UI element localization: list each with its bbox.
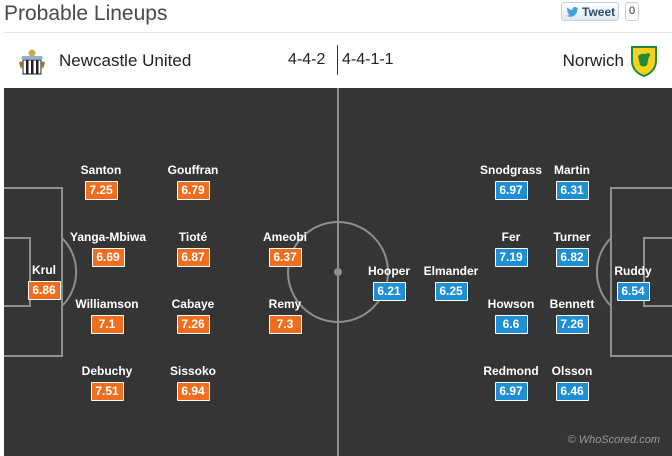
player-card[interactable]: Ruddy 6.54 [588,264,672,301]
source-credit: © WhoScored.com [567,434,660,446]
player-card[interactable]: Remy 7.3 [240,297,330,334]
player-name: Redmond [483,364,539,378]
player-name: Sissoko [169,364,217,378]
player-card[interactable]: Tioté 6.87 [148,230,238,267]
pitch-markings [4,88,672,456]
newcastle-crest-icon [19,49,45,75]
player-name: Martin [554,163,590,177]
player-rating: 6.21 [372,282,406,301]
player-rating: 7.1 [90,315,124,334]
twitter-bird-icon [566,6,579,17]
player-rating: 6.86 [27,281,61,300]
player-card[interactable]: Krul 6.86 [4,263,89,300]
player-rating: 6.87 [176,248,210,267]
player-rating: 7.19 [494,248,528,267]
player-name: Cabaye [171,297,215,311]
player-card[interactable]: Olsson 6.46 [527,364,617,401]
player-card[interactable]: Ameobi 6.37 [240,230,330,267]
player-card[interactable]: Hooper 6.21 [344,264,434,301]
player-name: Yanga-Mbiwa [69,230,146,244]
player-card[interactable]: Williamson 7.1 [62,297,152,334]
player-rating: 6.69 [91,248,125,267]
player-name: Fer [501,230,521,244]
player-rating: 6.97 [494,181,528,200]
player-name: Tioté [178,230,208,244]
player-card[interactable]: Cabaye 7.26 [148,297,238,334]
player-card[interactable]: Bennett 7.26 [527,297,617,334]
player-name: Ruddy [614,264,652,278]
home-team-name: Newcastle United [59,51,192,70]
player-card[interactable]: Debuchy 7.51 [62,364,152,401]
home-formation: 4-4-2 [288,51,326,68]
player-card[interactable]: Sissoko 6.94 [148,364,238,401]
player-rating: 6.79 [176,181,210,200]
player-rating: 6.54 [616,282,650,301]
player-name: Santon [80,163,122,177]
player-card[interactable]: Fer 7.19 [466,230,556,267]
norwich-crest-icon [631,46,657,77]
player-rating: 6.6 [494,315,528,334]
player-name: Bennett [549,297,595,311]
player-card[interactable]: Martin 6.31 [527,163,617,200]
player-card[interactable]: Santon 7.25 [56,163,146,200]
player-name: Snodgrass [479,163,542,177]
page-title: Probable Lineups [4,2,168,25]
player-name: Turner [553,230,591,244]
away-team-name: Norwich [562,51,624,70]
player-rating: 6.46 [555,382,589,401]
player-name: Ameobi [262,230,307,244]
player-name: Olsson [551,364,593,378]
player-card[interactable]: Snodgrass 6.97 [466,163,556,200]
player-name: Hooper [368,264,410,278]
player-name: Debuchy [81,364,133,378]
player-rating: 7.26 [555,315,589,334]
player-rating: 7.3 [268,315,302,334]
player-card[interactable]: Yanga-Mbiwa 6.69 [63,230,153,267]
player-name: Remy [268,297,302,311]
away-formation: 4-4-1-1 [342,51,394,68]
player-name: Howson [487,297,535,311]
player-rating: 6.82 [555,248,589,267]
player-name: Williamson [75,297,139,311]
player-rating: 6.94 [176,382,210,401]
player-name: Gouffran [167,163,219,177]
player-rating: 6.31 [555,181,589,200]
player-rating: 6.37 [268,248,302,267]
player-rating: 7.51 [90,382,124,401]
player-rating: 7.25 [84,181,118,200]
player-name: Krul [32,263,56,277]
football-pitch: Krul 6.86 Santon 7.25 Yanga-Mbiwa 6.69 W… [4,88,672,456]
tweet-count: 0 [625,2,639,21]
player-card[interactable]: Redmond 6.97 [466,364,556,401]
player-name: Elmander [423,264,479,278]
team-header-bar: Newcastle United 4-4-2 4-4-1-1 Norwich [4,32,672,88]
player-rating: 6.25 [434,282,468,301]
tweet-button[interactable]: Tweet [561,2,619,21]
player-card[interactable]: Turner 6.82 [527,230,617,267]
player-card[interactable]: Gouffran 6.79 [148,163,238,200]
player-rating: 7.26 [176,315,210,334]
player-card[interactable]: Elmander 6.25 [406,264,496,301]
tweet-label: Tweet [582,4,616,19]
player-rating: 6.97 [494,382,528,401]
formation-divider [337,45,338,75]
player-card[interactable]: Howson 6.6 [466,297,556,334]
